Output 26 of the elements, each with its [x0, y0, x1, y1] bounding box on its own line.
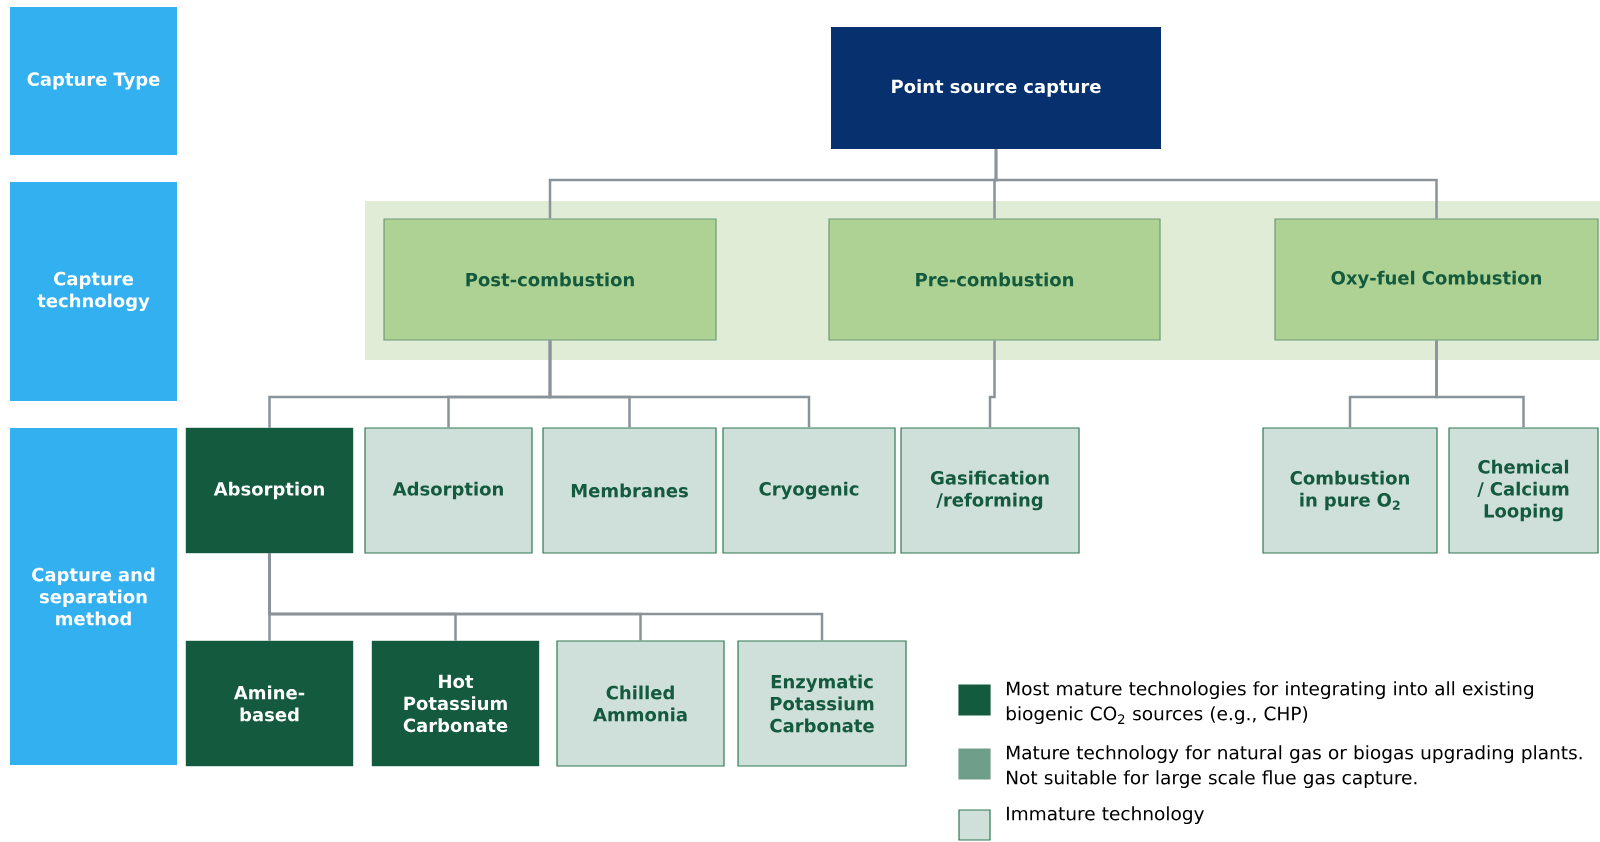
method-box: Chemical / Calcium Looping	[1448, 427, 1599, 554]
method-box: Enzymatic Potassium Carbonate	[737, 640, 907, 767]
connector	[994, 149, 1438, 219]
method-box: Combustion in pure O$_{2}$	[1262, 427, 1438, 554]
row-label: Capture Type	[10, 7, 177, 155]
connector	[1435, 340, 1525, 428]
method-box: Hot Potassium Carbonate	[371, 640, 540, 767]
technology-box: Post-combustion	[383, 218, 717, 341]
legend-text: Mature technology for natural gas or biogas upgrading plants. Not suitable for large scale flue gas capture.	[1007, 745, 1582, 789]
method-box: Gasification /reforming	[900, 427, 1080, 554]
method-box: Cryogenic	[722, 427, 896, 554]
method-box: Adsorption	[364, 427, 533, 554]
connector	[988, 340, 996, 428]
connector	[548, 340, 811, 428]
row-label: Capture and separation method	[10, 428, 177, 765]
legend-text: Most mature technologies for integrating into all existing biogenic CO$_{2}$ sources (e.g., CHP)	[1006, 681, 1533, 725]
connector	[268, 553, 824, 641]
method-box: Membranes	[542, 427, 717, 554]
technology-box: Oxy-fuel Combustion	[1274, 218, 1599, 341]
method-box: Amine-based	[185, 640, 354, 767]
method-box: Absorption	[185, 427, 354, 554]
root-box: Point source capture	[831, 27, 1161, 149]
technology-box: Pre-combustion	[828, 218, 1161, 341]
legend-text: Immature technology	[1007, 806, 1204, 825]
method-box: Chilled Ammonia	[556, 640, 725, 767]
row-label: Capture technology	[10, 182, 177, 401]
